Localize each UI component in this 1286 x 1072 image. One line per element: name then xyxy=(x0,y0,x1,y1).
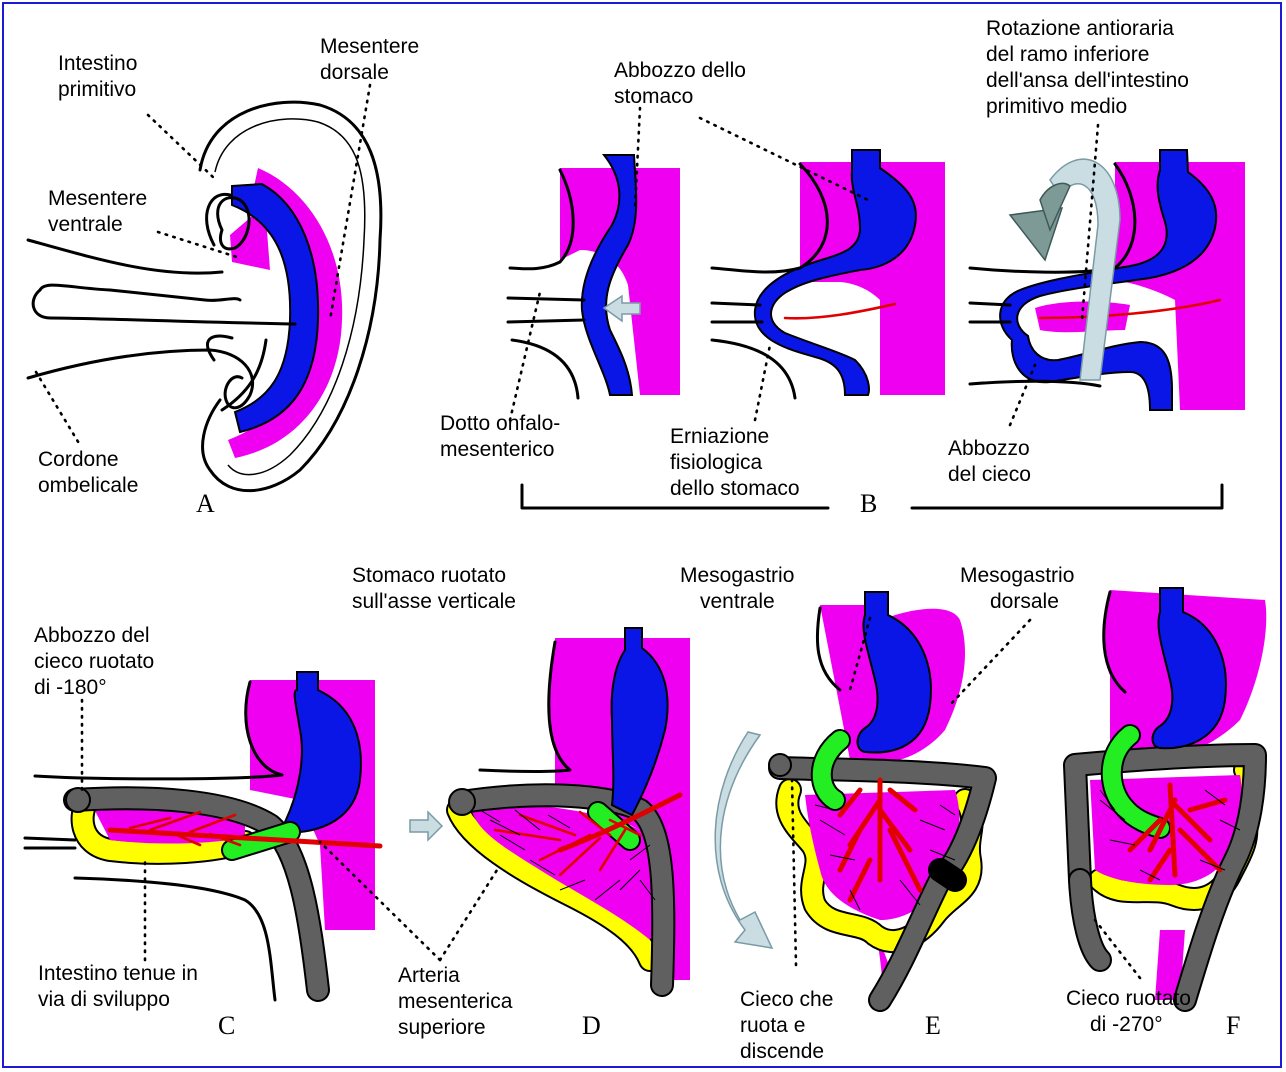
label-cieco-ruota: Cieco che ruota e discende xyxy=(740,988,839,1063)
panel-letter-b: B xyxy=(860,489,877,518)
panel-letter-e: E xyxy=(925,1011,941,1040)
panel-b2-drawing xyxy=(712,150,945,398)
label-mesogastrio-dorsale: Mesogastrio dorsale xyxy=(960,564,1080,613)
panel-b1-drawing xyxy=(508,155,680,398)
label-stomaco-ruotato: Stomaco ruotato sull'asse verticale xyxy=(352,564,516,613)
panel-letter-a: A xyxy=(196,489,215,518)
label-intestino-tenue: Intestino tenue in via di sviluppo xyxy=(38,962,204,1011)
leader-cordone xyxy=(36,372,80,445)
label-dotto-onfalo: Dotto onfalo- mesenterico xyxy=(440,412,566,461)
label-intestino-primitivo: Intestino primitivo xyxy=(58,52,143,101)
leader-erniazione xyxy=(755,345,770,420)
panel-f-drawing xyxy=(1075,588,1266,1000)
label-mesentere-ventrale: Mesentere ventrale xyxy=(48,187,153,236)
panel-letter-c: C xyxy=(218,1011,235,1040)
leader-intestino-primitivo xyxy=(148,115,214,178)
label-mesentere-dorsale: Mesentere dorsale xyxy=(320,35,425,84)
leader-mesentere-ventrale xyxy=(158,232,240,258)
bracket-right xyxy=(912,485,1222,508)
c-to-d-arrow xyxy=(410,812,442,840)
leader-dotto xyxy=(510,292,540,420)
panel-e-drawing xyxy=(769,592,985,1000)
label-cieco-270: Cieco ruotato di -270° xyxy=(1066,987,1197,1036)
label-cieco-180: Abbozzo del cieco ruotato di -180° xyxy=(34,624,160,699)
panel-d-drawing xyxy=(449,628,690,985)
descent-arrow xyxy=(715,732,772,948)
label-abbozzo-stomaco: Abbozzo dello stomaco xyxy=(614,59,752,108)
panel-letter-f: F xyxy=(1226,1011,1240,1040)
label-cordone-ombelicale: Cordone ombelicale xyxy=(38,448,138,497)
leader-stomaco-2 xyxy=(700,118,868,200)
label-rotazione: Rotazione antioraria del ramo inferiore … xyxy=(986,17,1195,118)
panel-b3-drawing xyxy=(970,150,1245,410)
label-mesogastrio-ventrale: Mesogastrio ventrale xyxy=(680,564,800,613)
panel-letter-d: D xyxy=(582,1011,601,1040)
label-arteria: Arteria mesenterica superiore xyxy=(398,964,518,1039)
panel-c-drawing xyxy=(25,672,380,1000)
panel-a-drawing xyxy=(28,102,381,491)
label-abbozzo-cieco: Abbozzo del cieco xyxy=(948,437,1036,486)
label-erniazione: Erniazione fisiologica dello stomaco xyxy=(670,425,800,500)
